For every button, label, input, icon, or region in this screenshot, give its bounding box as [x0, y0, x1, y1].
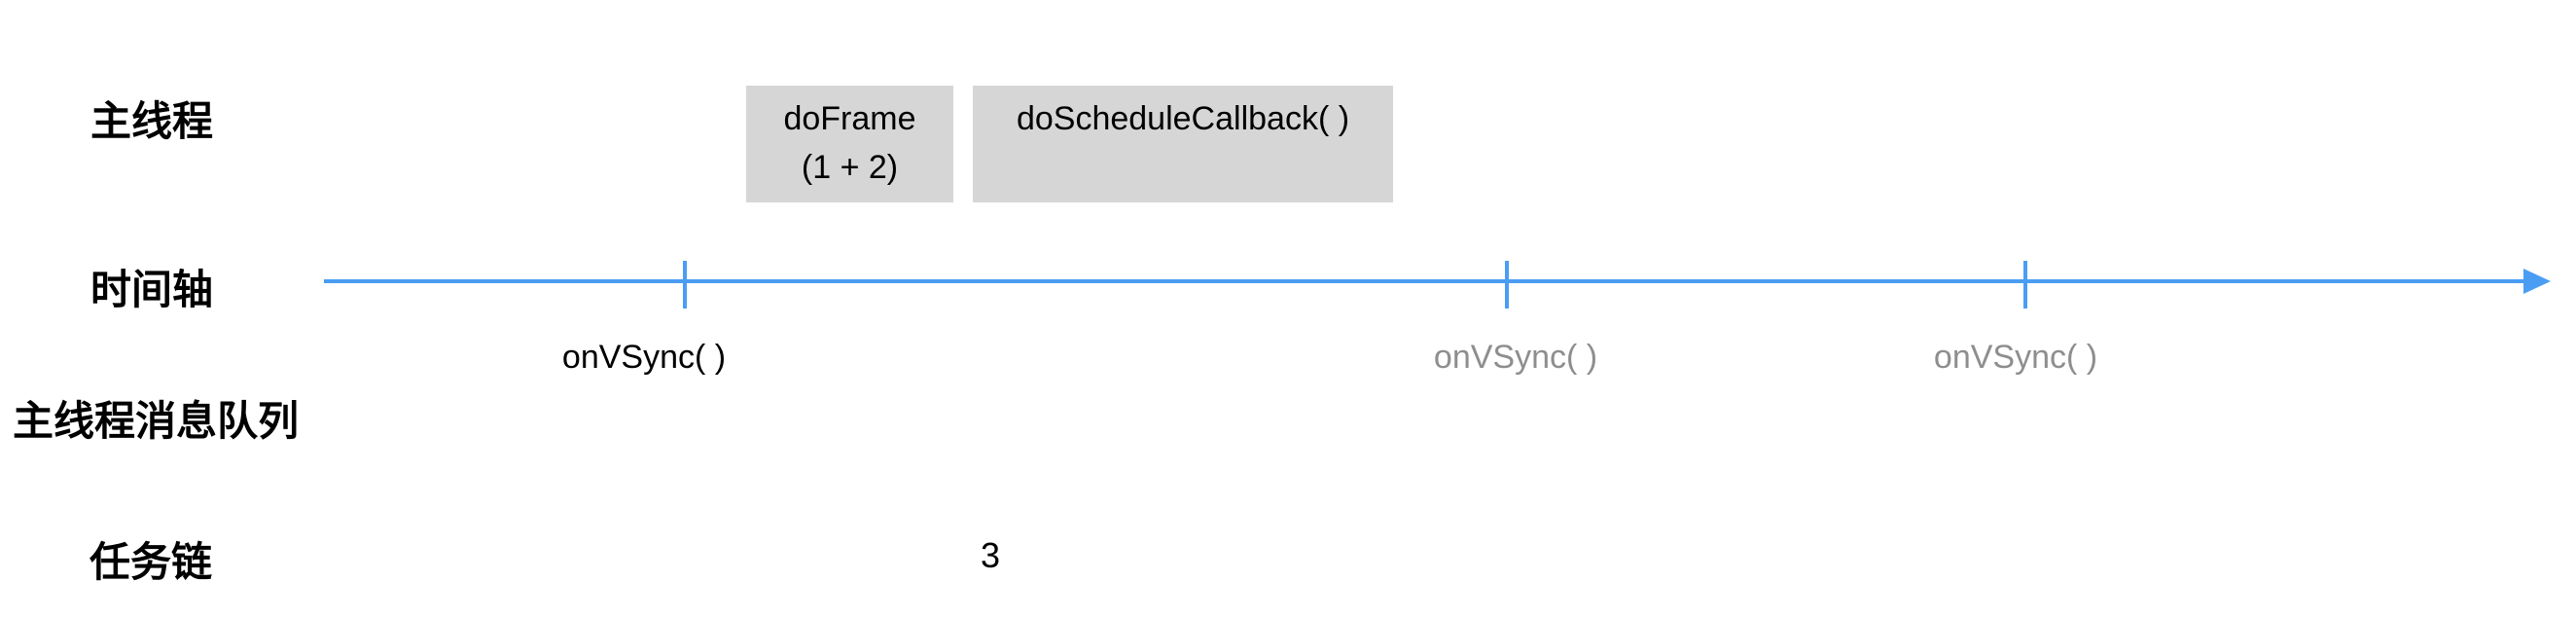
onvsync-label-1: onVSync( )	[561, 339, 727, 376]
task-chain-count: 3	[980, 535, 1001, 575]
onvsync-label-2: onVSync( )	[1433, 339, 1598, 376]
onvsync-label-3: onVSync( )	[1933, 339, 2098, 376]
doframe-block-line1: doFrame	[783, 100, 916, 137]
row-label-timeline: 时间轴	[90, 267, 214, 312]
doframe-block-line2: (1 + 2)	[801, 149, 899, 186]
timeline-arrowhead-icon	[2523, 269, 2551, 294]
row-label-main-thread: 主线程	[90, 98, 214, 144]
row-label-task-chain: 任务链	[89, 539, 213, 585]
vsync-tick-1	[683, 261, 687, 308]
doschedulecallback-block: doScheduleCallback( )	[973, 86, 1393, 202]
doframe-block: doFrame (1 + 2)	[746, 86, 953, 202]
timeline-axis-line	[324, 279, 2525, 283]
doschedulecallback-block-label: doScheduleCallback( )	[1016, 100, 1350, 137]
row-label-message-queue: 主线程消息队列	[13, 398, 300, 444]
vsync-tick-3	[2023, 261, 2027, 308]
vsync-tick-2	[1505, 261, 1509, 308]
